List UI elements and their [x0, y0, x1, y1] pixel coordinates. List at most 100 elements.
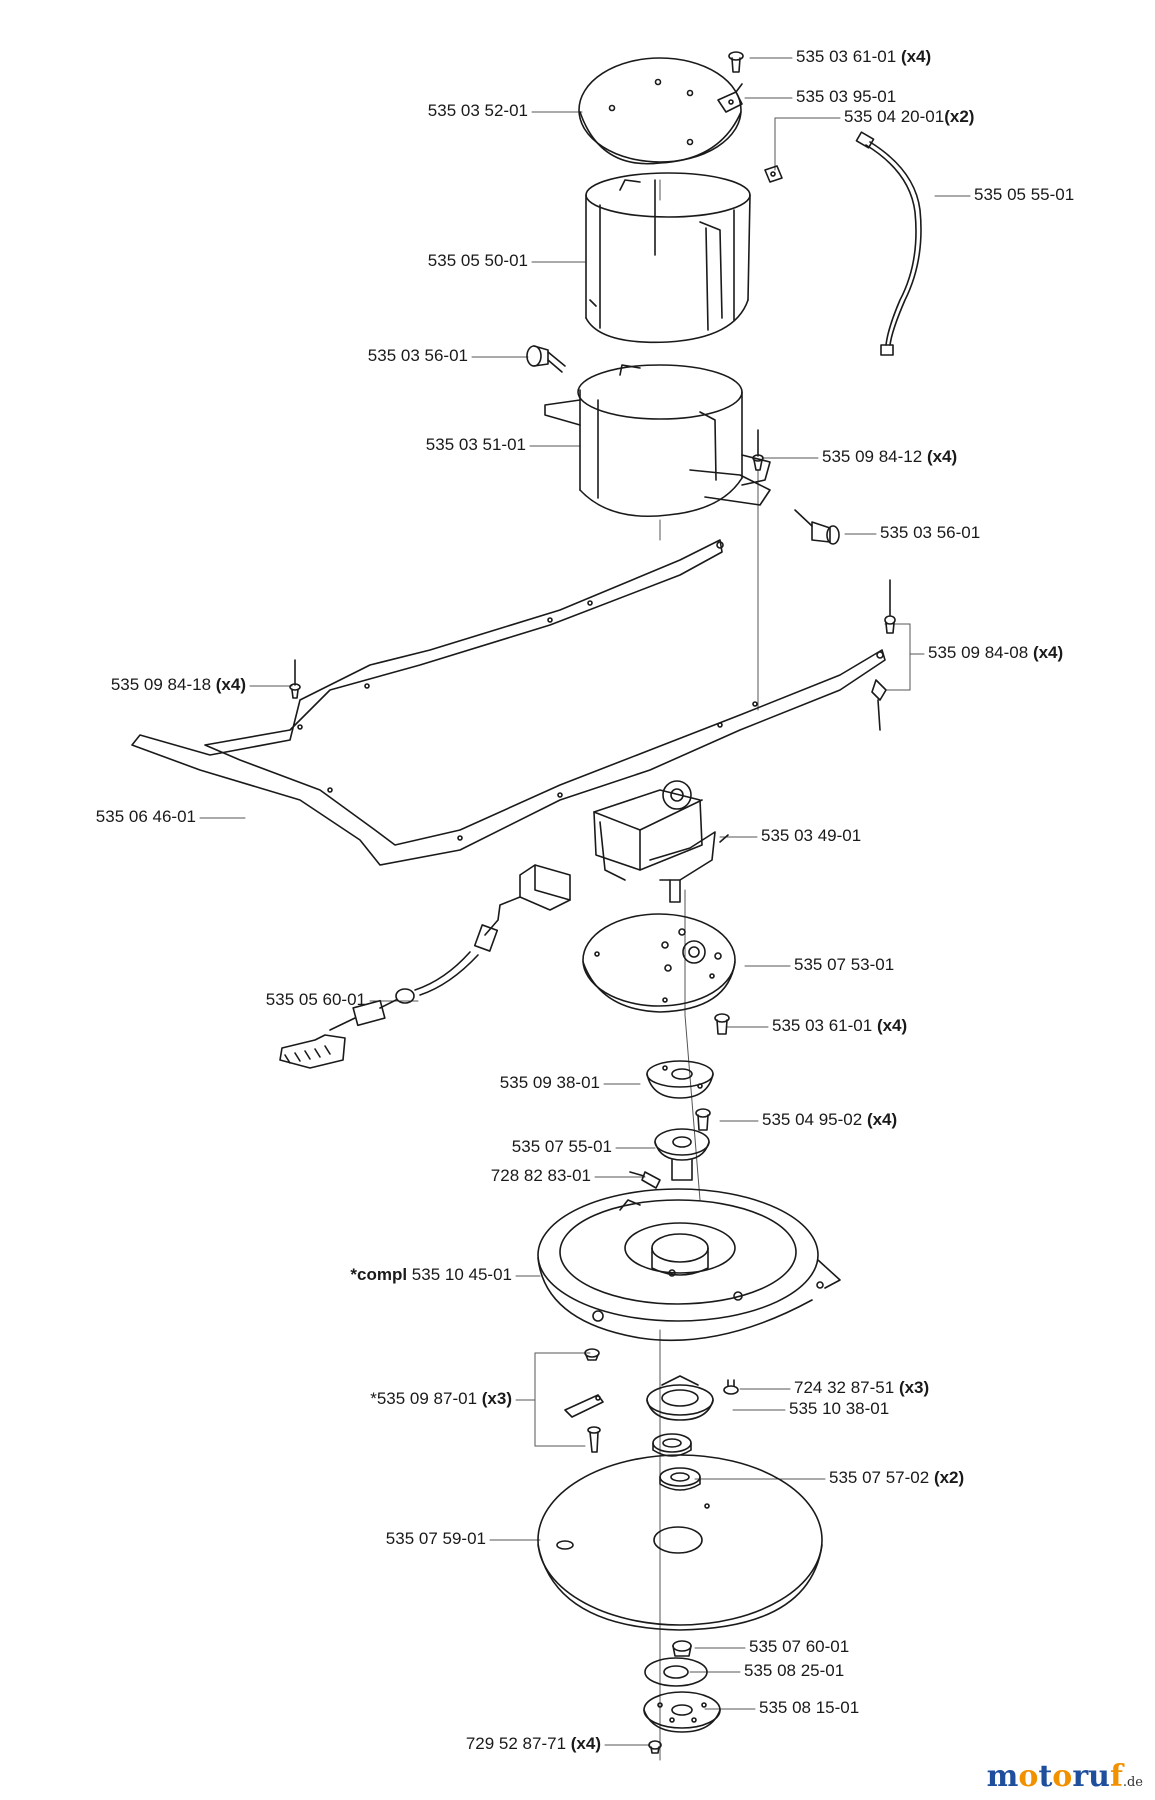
perimeter-wire-frame: [131, 539, 886, 866]
part-label-729-52-87-71: 729 52 87-71 (x4): [466, 1734, 601, 1754]
housing-screw-left: [526, 345, 566, 373]
part-label-535-03-56-01-left: 535 03 56-01: [368, 346, 468, 366]
logo-letter: o: [1052, 1759, 1073, 1794]
part-number: 535 09 84-12: [822, 447, 923, 466]
part-label-535-05-50-01: 535 05 50-01: [428, 251, 528, 271]
logo-letter: o: [1018, 1759, 1039, 1794]
logo-letter: r: [1072, 1759, 1089, 1794]
hub-screw: [695, 1108, 711, 1131]
part-label-724-32-87-51: 724 32 87-51 (x3): [794, 1378, 929, 1398]
part-label-535-03-51-01: 535 03 51-01: [426, 435, 526, 455]
part-number: 535 07 57-02: [829, 1468, 930, 1487]
part-number: 535 03 95-01: [796, 87, 897, 106]
part-number: *535 09 87-01: [370, 1389, 478, 1408]
motor-hub: [646, 1060, 714, 1099]
part-number: 729 52 87-71: [465, 1734, 567, 1753]
sensor-cable: [855, 131, 922, 356]
part-label-535-03-56-01-right: 535 03 56-01: [880, 523, 980, 543]
part-qty: (x4): [1032, 643, 1064, 662]
part-number: 535 04 20-01: [844, 107, 945, 126]
set-screw: [629, 1171, 661, 1189]
part-number: 724 32 87-51: [794, 1378, 895, 1397]
part-number: 535 09 84-18: [110, 675, 212, 694]
part-label-535-07-59-01: 535 07 59-01: [386, 1529, 486, 1549]
part-number: 535 09 84-08: [928, 643, 1029, 662]
part-qty: (x2): [944, 107, 975, 126]
part-label-535-03-49-01: 535 03 49-01: [761, 826, 861, 846]
pin-upper: [752, 429, 764, 471]
part-qty: (x3): [481, 1389, 512, 1408]
part-number: 535 07 59-01: [385, 1529, 486, 1548]
bottom-cap: [643, 1691, 721, 1733]
part-qty: (x4): [876, 1016, 908, 1035]
part-qty: (x3): [898, 1378, 930, 1397]
bearing-upper: [652, 1433, 692, 1457]
part-label-535-07-55-01: 535 07 55-01: [512, 1137, 612, 1157]
shaft-coupling: [654, 1128, 710, 1181]
part-number: 535 10 38-01: [789, 1399, 890, 1418]
top-cover-plate: [578, 57, 742, 165]
part-qty: (x4): [215, 675, 246, 694]
part-label-535-10-45-01: *compl 535 10 45-01: [350, 1265, 512, 1285]
part-number: 535 03 61-01: [772, 1016, 873, 1035]
wiring-harness: [279, 864, 571, 1069]
part-number: 535 03 56-01: [367, 346, 468, 365]
part-qty: (x4): [900, 47, 932, 66]
part-number: 535 08 15-01: [759, 1698, 860, 1717]
part-label-535-09-84-12: 535 09 84-12 (x4): [822, 447, 957, 467]
pin-right-lower: [871, 679, 887, 731]
part-number: 535 05 50-01: [427, 251, 528, 270]
part-label-535-09-84-08: 535 09 84-08 (x4): [928, 643, 1063, 663]
housing-screw-right: [794, 509, 840, 545]
logo-wordmark: motoruf: [987, 1759, 1123, 1794]
part-number: 535 05 55-01: [974, 185, 1075, 204]
part-label-535-09-87-01: *535 09 87-01 (x3): [370, 1389, 512, 1409]
part-label-728-82-83-01: 728 82 83-01: [491, 1166, 591, 1186]
part-label-535-07-60-01: 535 07 60-01: [749, 1637, 849, 1657]
upper-housing: [585, 172, 751, 344]
cutting-blade: [564, 1348, 604, 1453]
top-screw: [728, 51, 744, 73]
bearing-housing: [646, 1375, 714, 1421]
part-label-535-03-61-01-top: 535 03 61-01 (x4): [796, 47, 931, 67]
drive-motor: [593, 780, 729, 903]
part-number: 535 10 45-01: [411, 1265, 512, 1284]
assembly-axes: [659, 179, 759, 1761]
part-number: 535 06 46-01: [95, 807, 196, 826]
part-number: 535 07 55-01: [511, 1137, 612, 1156]
part-number: 535 07 60-01: [749, 1637, 850, 1656]
part-label-535-04-20-01: 535 04 20-01(x2): [844, 107, 974, 127]
leader-lines: [199, 57, 971, 1746]
part-number: 535 05 60-01: [265, 990, 366, 1009]
logo-tld: .de: [1122, 1775, 1143, 1790]
part-label-535-07-57-02: 535 07 57-02 (x2): [829, 1468, 964, 1488]
part-label-535-08-15-01: 535 08 15-01: [759, 1698, 859, 1718]
part-label-535-03-95-01: 535 03 95-01: [796, 87, 896, 107]
motoruf-logo: motoruf.de: [987, 1759, 1143, 1794]
logo-letter: t: [1038, 1759, 1053, 1794]
blade-guard-assembly: [537, 1188, 841, 1342]
part-label-535-03-61-01-mid: 535 03 61-01 (x4): [772, 1016, 907, 1036]
friction-ring: [644, 1657, 708, 1687]
part-number: 535 03 61-01: [796, 47, 897, 66]
part-label-535-05-55-01: 535 05 55-01: [974, 185, 1074, 205]
motor-mount-plate: [582, 913, 736, 1013]
part-number: 728 82 83-01: [490, 1166, 591, 1185]
pin-right-upper: [884, 579, 896, 634]
plate-screw: [714, 1013, 730, 1035]
part-number: 535 09 38-01: [499, 1073, 600, 1092]
cover-clip: [717, 83, 743, 113]
part-number: 535 04 95-02: [762, 1110, 863, 1129]
lower-housing: [544, 364, 771, 518]
pin-left: [289, 659, 301, 699]
part-prefix: *compl: [350, 1265, 408, 1284]
part-label-535-04-95-02: 535 04 95-02 (x4): [762, 1110, 897, 1130]
logo-letter: u: [1088, 1759, 1110, 1794]
part-number: 535 03 56-01: [880, 523, 981, 542]
bearing-lower: [659, 1467, 701, 1491]
part-label-535-09-38-01: 535 09 38-01: [500, 1073, 600, 1093]
part-label-535-05-60-01: 535 05 60-01: [266, 990, 366, 1010]
part-qty: (x4): [866, 1110, 898, 1129]
